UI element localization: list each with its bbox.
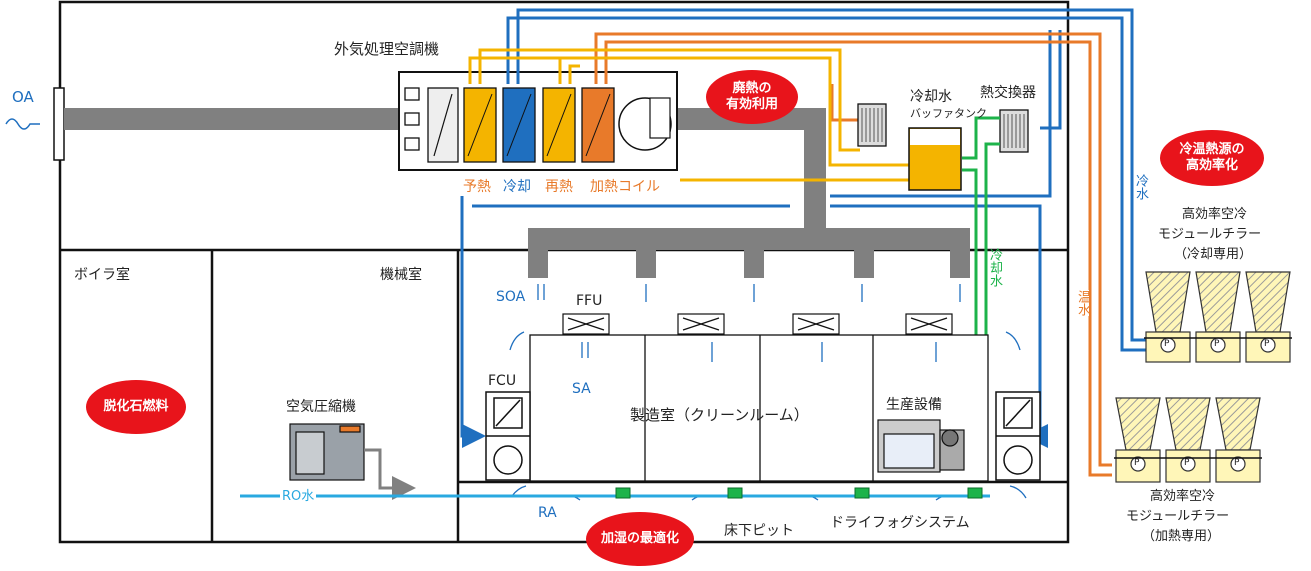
badge-heat-source-line1: 冷温熱源の (1179, 141, 1245, 157)
machine-room-label: 機械室 (380, 267, 422, 283)
heat-exchanger-right (999, 109, 1029, 153)
coil-reheat-label: 再熱 (545, 179, 573, 195)
heat-exchanger-label: 熱交換器 (980, 85, 1036, 101)
air-compressor (289, 423, 365, 481)
badge-humidify-text: 加湿の最適化 (600, 530, 679, 546)
badge-heat-source-line2: 高効率化 (1185, 158, 1238, 173)
coil-preheat-label: 予熱 (463, 179, 491, 195)
chiller-cool-label-1: 高効率空冷 (1182, 207, 1248, 222)
chiller-heat-label-2: モジュールチラー (1126, 509, 1230, 524)
pump-label-h2: P (1184, 458, 1190, 468)
oa-label: OA (12, 88, 34, 106)
buffer-tank-label-2: バッファタンク (910, 107, 987, 120)
cold-water-vertical-label: 冷水 (1133, 174, 1148, 200)
heat-exchanger-left (857, 103, 887, 147)
ffu-units (562, 313, 953, 335)
fcu-right (995, 391, 1041, 481)
chiller-heat-label-3: （加熱専用） (1142, 529, 1221, 544)
chiller-cool-label-2: モジュールチラー (1158, 227, 1262, 242)
pump-label-h3: P (1234, 458, 1240, 468)
chiller-base (1114, 337, 1292, 459)
ra-label: RA (538, 505, 557, 521)
badge-waste-heat-line2: 有効利用 (725, 97, 778, 112)
pump-label-c2: P (1214, 339, 1220, 349)
coil-cool-label: 冷却 (503, 179, 531, 195)
air-duct (64, 108, 970, 278)
compressed-air-line (364, 448, 416, 500)
pump-label-c3: P (1264, 339, 1270, 349)
badge-humidify: 加湿の最適化 (586, 512, 694, 566)
badge-decarbon-text: 脱化石燃料 (103, 398, 169, 414)
production-equipment-label: 生産設備 (886, 397, 942, 413)
hot-water-vertical-label: 温水 (1075, 290, 1090, 316)
badge-heat-source: 冷温熱源の高効率化 (1160, 130, 1264, 186)
ro-water-label: RO水 (280, 489, 317, 504)
preheat-lines (468, 48, 910, 182)
sa-label: SA (572, 381, 591, 397)
chiller-heating-group (1115, 397, 1261, 483)
dry-fog-nozzles (615, 487, 983, 499)
underfloor-pit-label: 床下ピット (724, 523, 794, 539)
badge-waste-heat: 廃熱の有効利用 (706, 70, 798, 124)
chiller-heat-label-1: 高効率空冷 (1150, 489, 1216, 504)
boiler-room-label: ボイラ室 (74, 267, 130, 283)
ahu-title: 外気処理空調機 (334, 40, 440, 58)
buffer-tank (908, 127, 962, 191)
production-equipment (877, 419, 965, 473)
dry-fog-label: ドライフォグシステム (830, 515, 970, 531)
badge-decarbon: 脱化石燃料 (86, 380, 186, 434)
pump-label-h1: P (1134, 458, 1140, 468)
outdoor-air-handler (398, 71, 678, 171)
cooling-water-vertical-label: 冷却水 (987, 248, 1002, 287)
soa-label: SOA (496, 289, 526, 305)
buffer-tank-label-1: 冷却水 (910, 89, 952, 105)
coil-heat-label: 加熱コイル (590, 179, 660, 195)
fcu-label: FCU (488, 373, 517, 389)
pump-label-c1: P (1164, 339, 1170, 349)
ffu-label: FFU (576, 293, 603, 309)
clean-room-label: 製造室（クリーンルーム） (630, 406, 809, 424)
fcu-left (485, 391, 531, 481)
badge-waste-heat-line1: 廃熱の (732, 80, 772, 96)
chiller-cool-label-3: （冷却専用） (1174, 247, 1253, 262)
chiller-cooling-group (1145, 271, 1291, 363)
air-compressor-label: 空気圧縮機 (286, 399, 356, 415)
